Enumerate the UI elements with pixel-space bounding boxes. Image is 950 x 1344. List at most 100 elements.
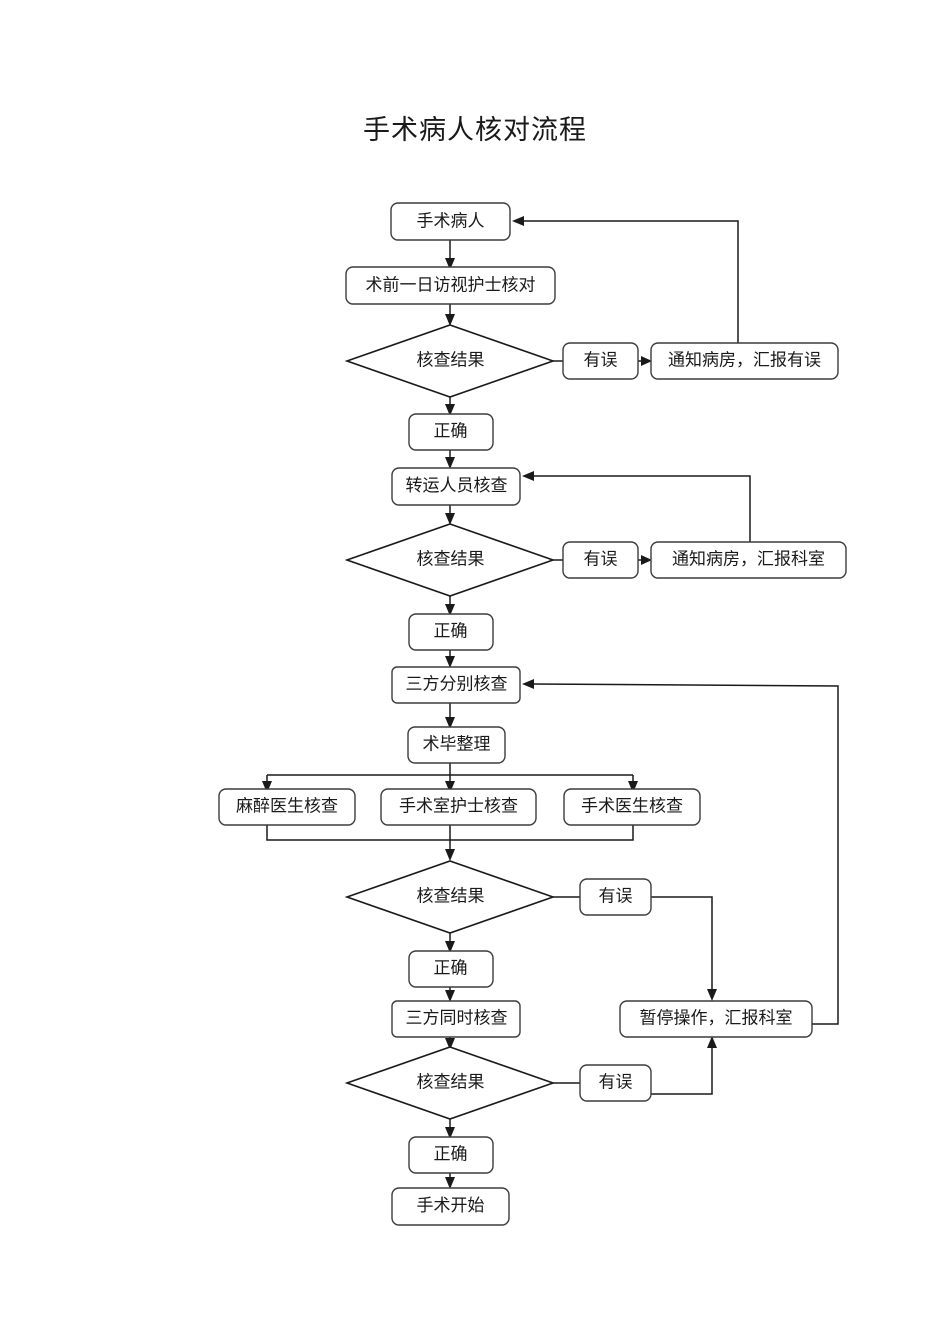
node-box[interactable]: [391, 666, 521, 704]
node-notify-ward-report-dept-1[interactable]: 通知病房，汇报科室: [650, 541, 847, 579]
node-label: 通知病房，汇报科室: [672, 549, 825, 568]
node-pause-operation-report-dept[interactable]: 暂停操作，汇报科室: [619, 1000, 813, 1038]
node-error-4[interactable]: 有误: [579, 1064, 652, 1102]
edge-tripartite-separate-to-post-op: [445, 703, 455, 729]
node-diamond[interactable]: [344, 523, 556, 597]
node-box[interactable]: [563, 788, 701, 826]
node-label: 正确: [434, 1144, 468, 1163]
node-label: 转运人员核查: [406, 476, 508, 495]
edge-error3-to-pause: [650, 896, 717, 1001]
node-box[interactable]: [650, 342, 839, 380]
node-label: 手术室护士核查: [399, 796, 518, 815]
node-correct-1[interactable]: 正确: [408, 413, 494, 451]
node-box[interactable]: [390, 202, 511, 241]
edge-notify2-to-transport-check-feedback: [522, 471, 751, 543]
node-box[interactable]: [407, 726, 506, 764]
node-box[interactable]: [408, 950, 494, 988]
node-box[interactable]: [562, 541, 639, 579]
node-error-1[interactable]: 有误: [562, 342, 639, 380]
edge-tripartite-simultaneous-to-decision4: [445, 1037, 455, 1050]
node-label: 核查结果: [417, 549, 485, 568]
edge-correct4-to-surgery-start: [445, 1173, 455, 1189]
node-box[interactable]: [579, 878, 652, 916]
node-label: 术毕整理: [423, 734, 491, 753]
edge-transport-check-to-decision2: [445, 504, 455, 525]
node-label: 有误: [584, 350, 618, 369]
node-label: 三方分别核查: [406, 674, 508, 693]
node-correct-4[interactable]: 正确: [408, 1136, 494, 1174]
node-check-result-3[interactable]: 核查结果: [344, 860, 556, 934]
edge-start-to-preop-check: [445, 240, 455, 270]
node-box[interactable]: [391, 1187, 510, 1226]
node-anesthesiologist-check[interactable]: 麻醉医生核查: [218, 788, 356, 826]
node-box[interactable]: [408, 1136, 494, 1174]
node-diamond[interactable]: [344, 1046, 556, 1120]
node-label: 正确: [434, 958, 468, 977]
node-box[interactable]: [391, 467, 521, 506]
node-label: 有误: [599, 886, 633, 905]
node-label: 麻醉医生核查: [236, 796, 338, 815]
node-error-3[interactable]: 有误: [579, 878, 652, 916]
node-label: 术前一日访视护士核对: [366, 275, 536, 294]
edge-correct2-to-tripartite-separate: [445, 650, 455, 668]
node-box[interactable]: [408, 413, 494, 451]
node-label: 核查结果: [417, 1072, 485, 1091]
edge-layer: [262, 216, 839, 1189]
node-box[interactable]: [391, 1000, 521, 1038]
node-check-result-2[interactable]: 核查结果: [344, 523, 556, 597]
node-box[interactable]: [650, 541, 847, 579]
node-box[interactable]: [380, 788, 537, 826]
node-label: 手术医生核查: [581, 796, 683, 815]
node-check-result-1[interactable]: 核查结果: [344, 324, 556, 398]
node-error-2[interactable]: 有误: [562, 541, 639, 579]
node-or-nurse-check[interactable]: 手术室护士核查: [380, 788, 537, 826]
node-label: 核查结果: [417, 350, 485, 369]
node-post-op-tidy-up[interactable]: 术毕整理: [407, 726, 506, 764]
node-label: 三方同时核查: [406, 1008, 508, 1027]
edge-error2-to-notify2: [638, 555, 652, 565]
edge-post-op-split: [262, 763, 638, 793]
node-diamond[interactable]: [344, 860, 556, 934]
node-tripartite-separate-check[interactable]: 三方分别核查: [391, 666, 521, 704]
edge-error4-to-pause: [650, 1036, 717, 1095]
node-correct-2[interactable]: 正确: [408, 613, 494, 651]
edge-pause-to-tripartite-separate-feedback: [522, 679, 839, 1025]
node-label: 正确: [434, 421, 468, 440]
edge-decision4-to-correct4: [445, 1119, 455, 1139]
node-surgical-patient[interactable]: 手术病人: [390, 202, 511, 241]
node-diamond[interactable]: [344, 324, 556, 398]
page-title: 手术病人核对流程: [363, 115, 587, 145]
node-correct-3[interactable]: 正确: [408, 950, 494, 988]
node-notify-ward-report-error[interactable]: 通知病房，汇报有误: [650, 342, 839, 380]
edge-three-checks-merge: [266, 825, 634, 861]
edge-notify1-to-start-feedback: [512, 216, 739, 344]
node-label: 手术病人: [417, 211, 485, 230]
node-label: 有误: [584, 549, 618, 568]
node-check-result-4[interactable]: 核查结果: [344, 1046, 556, 1120]
edge-preop-check-to-decision1: [445, 303, 455, 326]
node-box[interactable]: [579, 1064, 652, 1102]
edge-correct1-to-transport-check: [445, 450, 455, 469]
node-transport-staff-check[interactable]: 转运人员核查: [391, 467, 521, 506]
node-box[interactable]: [562, 342, 639, 380]
node-surgeon-check[interactable]: 手术医生核查: [563, 788, 701, 826]
edge-decision3-to-correct3: [445, 933, 455, 953]
node-label: 通知病房，汇报有误: [668, 350, 821, 369]
node-surgery-start[interactable]: 手术开始: [391, 1187, 510, 1226]
node-box[interactable]: [408, 613, 494, 651]
node-box[interactable]: [345, 266, 556, 305]
node-label: 暂停操作，汇报科室: [640, 1008, 793, 1027]
edge-error1-to-notify1: [638, 356, 652, 366]
node-label: 手术开始: [417, 1196, 485, 1215]
node-label: 有误: [599, 1072, 633, 1091]
node-tripartite-simultaneous-check[interactable]: 三方同时核查: [391, 1000, 521, 1038]
node-label: 核查结果: [417, 886, 485, 905]
edge-decision1-to-correct1: [445, 397, 455, 416]
node-label: 正确: [434, 621, 468, 640]
node-box[interactable]: [218, 788, 356, 826]
node-box[interactable]: [619, 1000, 813, 1038]
edge-correct3-to-tripartite-simultaneous: [445, 987, 455, 1002]
node-preop-nurse-visit-check[interactable]: 术前一日访视护士核对: [345, 266, 556, 305]
